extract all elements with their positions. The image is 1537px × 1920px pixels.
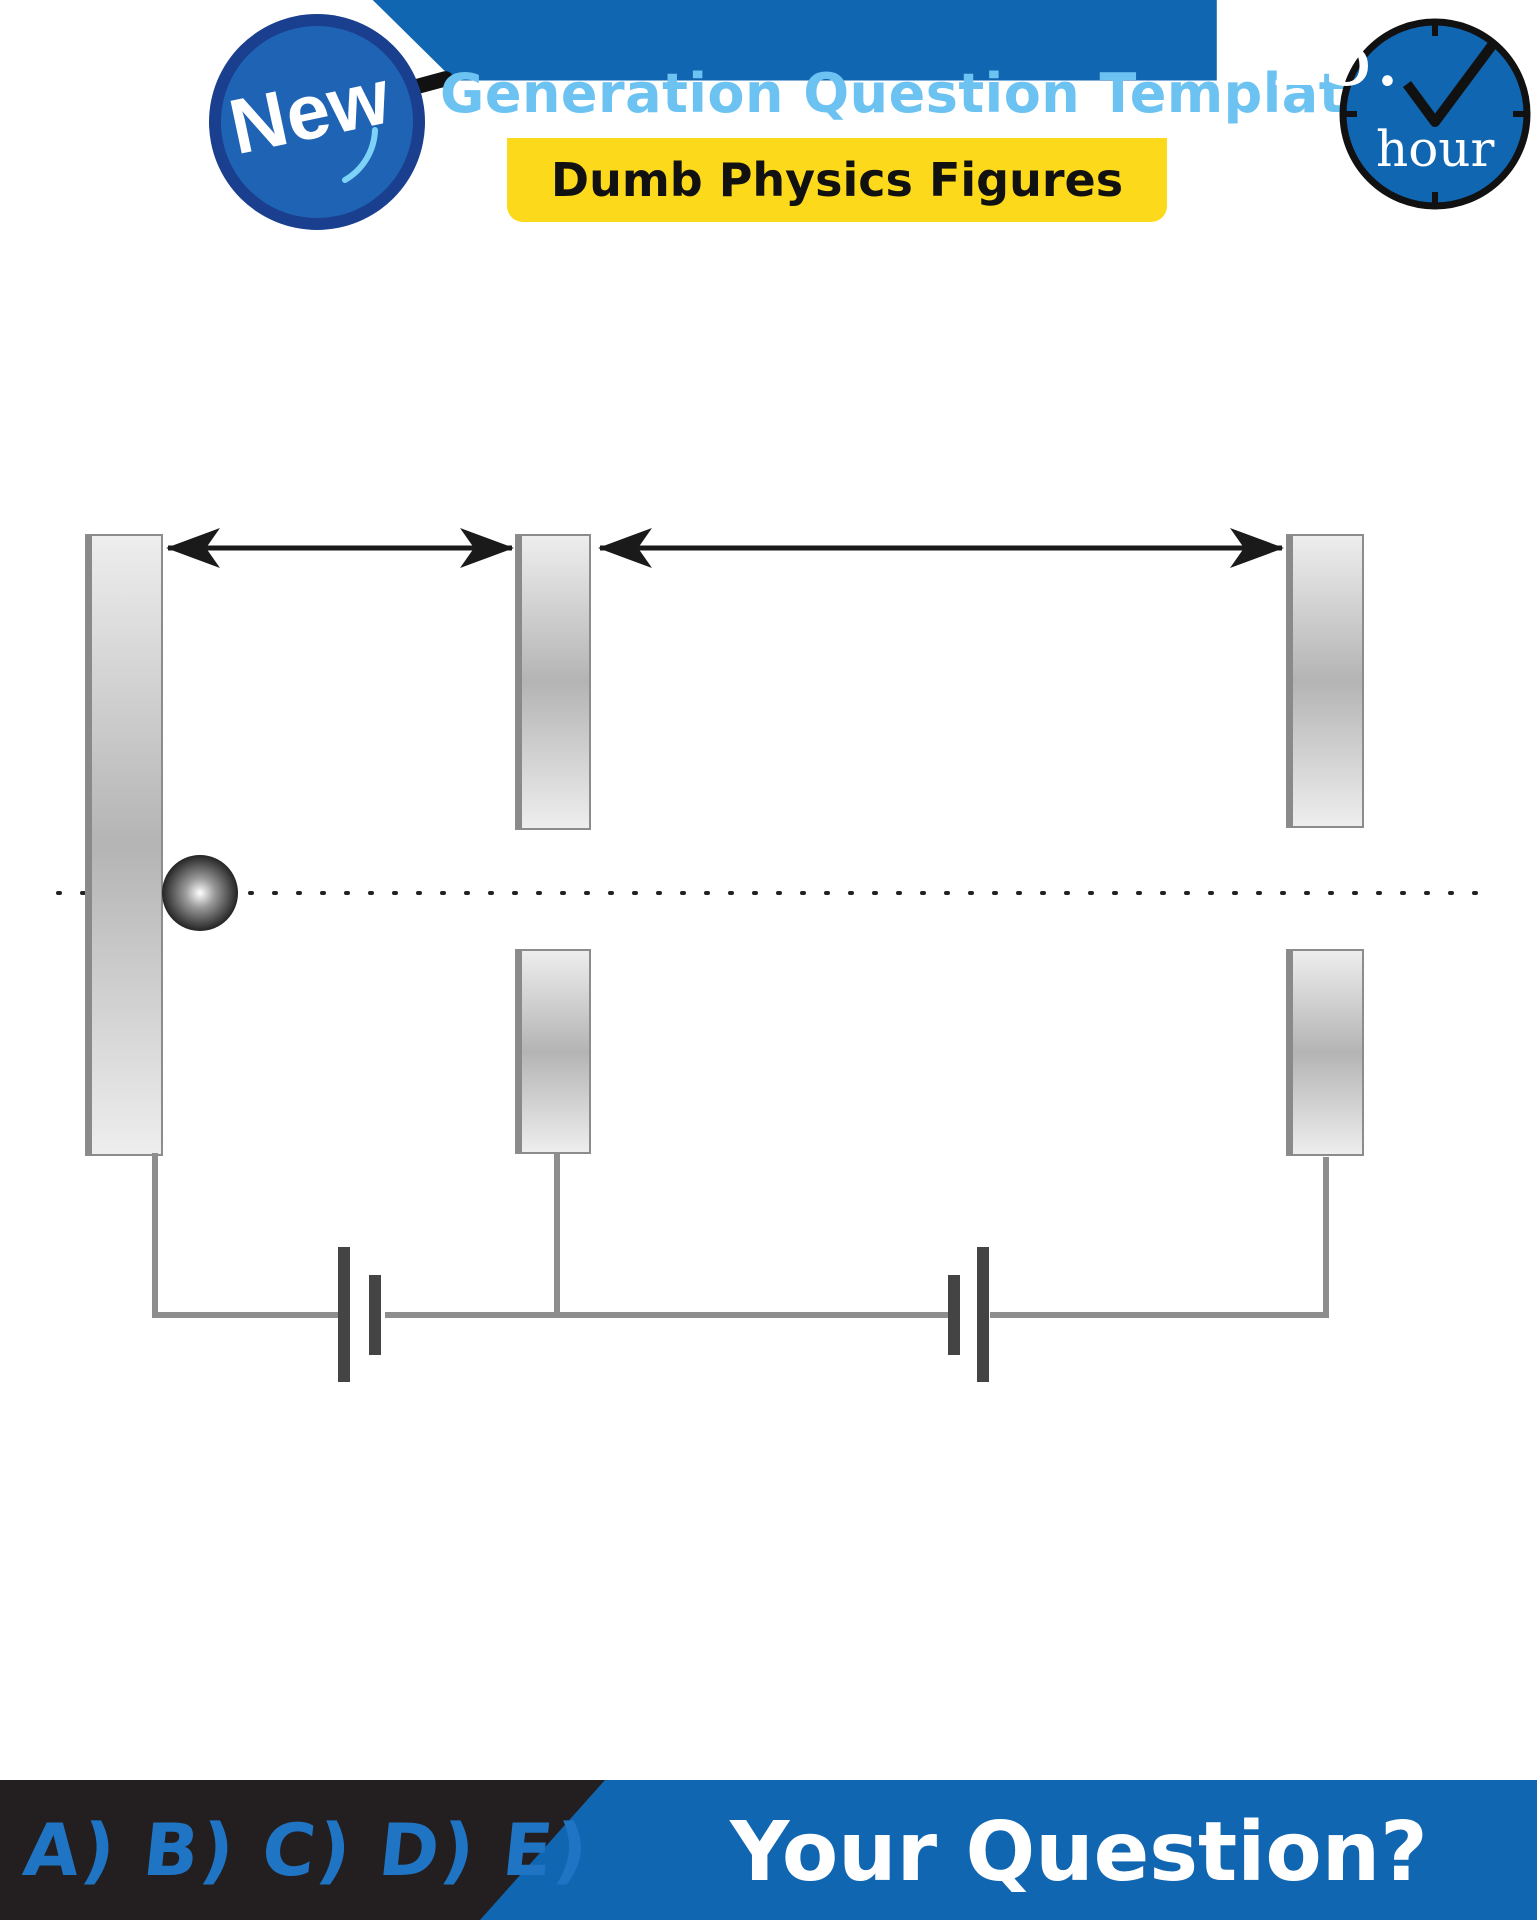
subtitle-label: Dumb Physics Figures xyxy=(550,153,1124,207)
checkmark-icon xyxy=(1402,41,1498,127)
answer-choices: A) B) C) D) E) xyxy=(19,1808,594,1892)
distance-arrow-1 xyxy=(166,528,514,568)
charged-particle xyxy=(162,855,238,931)
page-title: Generation Question Template xyxy=(440,62,1383,125)
clock-number: 25. xyxy=(1270,10,1401,105)
question-prompt: Your Question? xyxy=(730,1805,1428,1900)
distance-arrow-2 xyxy=(598,528,1284,568)
clock-unit: hour xyxy=(1376,120,1495,178)
clock-icon xyxy=(1339,18,1531,210)
magnifier-icon: New xyxy=(209,14,425,230)
middle-plate xyxy=(515,534,591,1154)
right-plate xyxy=(1286,534,1364,1156)
wires xyxy=(152,1152,1329,1318)
left-plate xyxy=(85,534,163,1156)
subtitle-banner: Dumb Physics Figures xyxy=(507,138,1167,222)
battery-2 xyxy=(948,1247,989,1382)
footer-banner xyxy=(0,1780,1537,1920)
battery-1 xyxy=(338,1247,381,1382)
